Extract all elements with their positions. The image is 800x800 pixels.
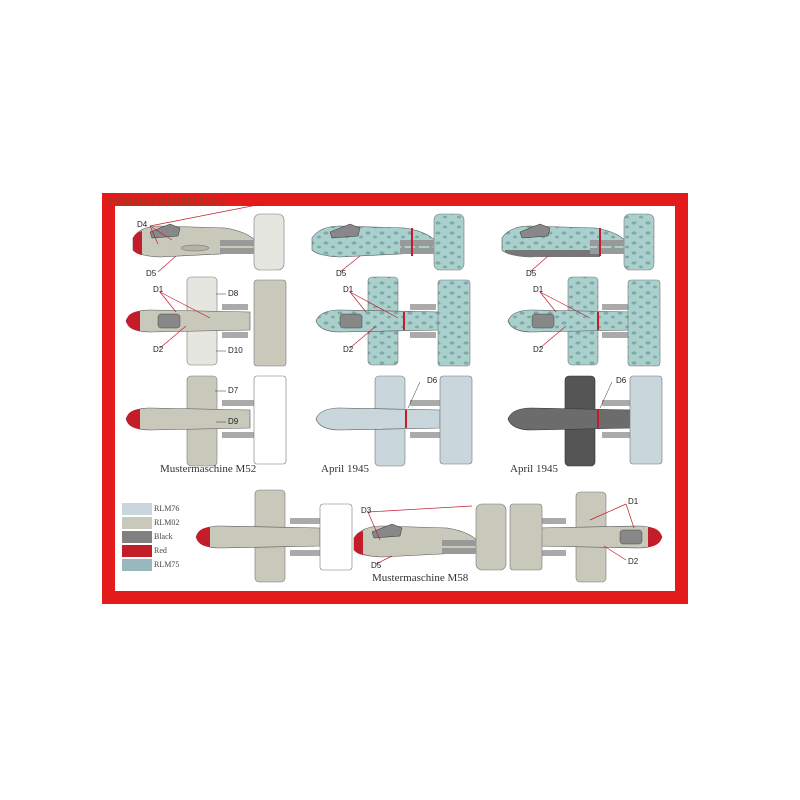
bottom-view-m58 bbox=[195, 489, 353, 583]
label-d1: D1 bbox=[343, 285, 354, 294]
label-d6: D6 bbox=[427, 376, 438, 385]
label-d6: D6 bbox=[616, 376, 627, 385]
caption-m52: Mustermaschine M52 bbox=[160, 463, 257, 475]
caption-april-1945-b: April 1945 bbox=[510, 463, 558, 475]
bottom-view-m52 bbox=[125, 375, 287, 467]
label-d7: D7 bbox=[228, 386, 239, 395]
side-view-m52 bbox=[132, 213, 285, 271]
side-view-m58 bbox=[353, 503, 507, 571]
top-view-m58 bbox=[509, 491, 663, 583]
label-d2: D2 bbox=[533, 345, 544, 354]
watermark: HOBBYSHOP.CZ© bbox=[108, 194, 228, 209]
legend-swatch bbox=[122, 503, 152, 515]
legend-label: Red bbox=[154, 546, 167, 555]
label-d10: D10 bbox=[228, 346, 243, 355]
bottom-view-april-2 bbox=[507, 375, 663, 467]
caption-m58: Mustermaschine M58 bbox=[372, 572, 469, 584]
label-d3: D3 bbox=[361, 506, 372, 515]
label-d2: D2 bbox=[628, 557, 639, 566]
label-d1: D1 bbox=[533, 285, 544, 294]
label-d1: D1 bbox=[628, 497, 639, 506]
label-d2: D2 bbox=[153, 345, 164, 354]
legend-label: RLM02 bbox=[154, 518, 180, 527]
side-view-april-2 bbox=[501, 213, 655, 271]
label-d4: D4 bbox=[137, 220, 148, 229]
legend-swatch bbox=[122, 531, 152, 543]
label-d8: D8 bbox=[228, 289, 239, 298]
top-view-m52 bbox=[125, 276, 287, 367]
top-view-april-1 bbox=[315, 276, 471, 367]
bottom-view-april-1 bbox=[315, 375, 473, 467]
label-d9: D9 bbox=[228, 417, 239, 426]
side-view-april-1 bbox=[311, 213, 465, 271]
label-d5: D5 bbox=[371, 561, 382, 570]
decal-leader-lines bbox=[149, 203, 635, 565]
label-d2: D2 bbox=[343, 345, 354, 354]
label-d5: D5 bbox=[336, 269, 347, 278]
legend-label: RLM75 bbox=[154, 560, 180, 569]
caption-april-1945-a: April 1945 bbox=[321, 463, 369, 475]
legend-label: RLM76 bbox=[154, 504, 180, 513]
legend-swatch bbox=[122, 559, 152, 571]
label-d5: D5 bbox=[146, 269, 157, 278]
legend-swatch bbox=[122, 517, 152, 529]
legend-label: Black bbox=[154, 532, 173, 541]
label-d5: D5 bbox=[526, 269, 537, 278]
legend-swatch bbox=[122, 545, 152, 557]
label-d1: D1 bbox=[153, 285, 164, 294]
top-view-april-2 bbox=[507, 276, 661, 367]
